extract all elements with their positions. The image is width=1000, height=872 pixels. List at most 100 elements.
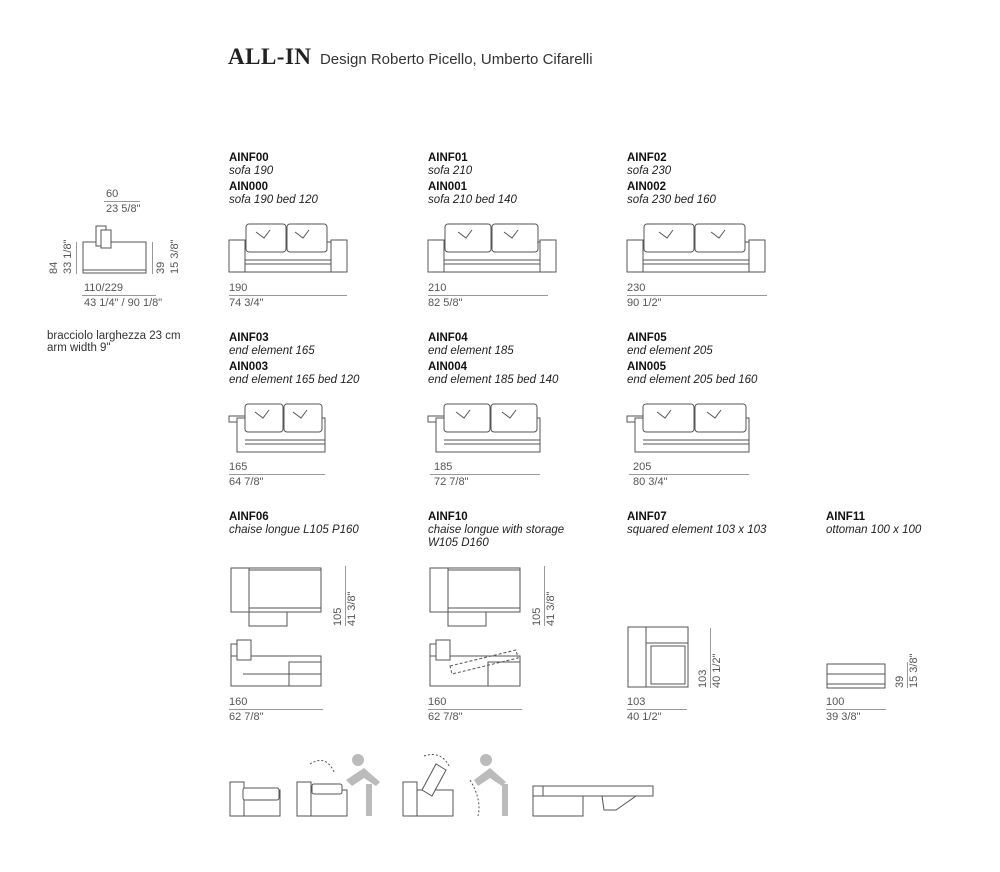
- arm-width-note: bracciolo larghezza 23 cm arm width 9": [47, 330, 181, 354]
- product-description: sofa 190: [229, 165, 274, 177]
- bed-mechanism-unfold-icon: [402, 754, 508, 817]
- sofa-210-drawing: [427, 223, 557, 273]
- product-width-inch: 82 5/8": [428, 297, 463, 309]
- product-height: 39: [894, 675, 906, 688]
- product-code: AINF05: [627, 332, 667, 344]
- end-element-185-drawing: [427, 403, 541, 453]
- product-code: AINF03: [229, 332, 269, 344]
- product-description-bed: end element 205 bed 160: [627, 374, 758, 386]
- product-depth: 105: [332, 607, 344, 626]
- product-description-bed: sofa 230 bed 160: [627, 194, 716, 206]
- bed-mechanism-lift-icon: [296, 754, 380, 817]
- product-card-ainf02: AINF02 sofa 230 AIN002 sofa 230 bed 160: [627, 152, 716, 207]
- product-code: AINF04: [428, 332, 468, 344]
- product-width: 210: [428, 282, 447, 294]
- product-description: sofa 230: [627, 165, 672, 177]
- product-depth: 105: [531, 607, 543, 626]
- product-width-inch: 74 3/4": [229, 297, 264, 309]
- product-width: 190: [229, 282, 248, 294]
- dimension-line: [629, 474, 749, 475]
- product-width-inch: 72 7/8": [434, 476, 469, 488]
- product-description-bed: sofa 190 bed 120: [229, 194, 318, 206]
- product-card-ainf11: AINF11 ottoman 100 x 100: [826, 511, 921, 537]
- product-card-ainf07: AINF07 squared element 103 x 103: [627, 511, 766, 537]
- product-code: AINF00: [229, 152, 269, 164]
- product-code-bed: AIN003: [229, 361, 268, 373]
- side-depth-inch-label: 23 5/8": [106, 203, 141, 215]
- product-description: chaise longue L105 P160: [229, 524, 359, 536]
- page-title: ALL-IN Design Roberto Picello, Umberto C…: [228, 44, 593, 70]
- dimension-line: [152, 242, 153, 274]
- dimension-line: [710, 628, 711, 688]
- side-length-label: 110/229: [84, 282, 123, 294]
- dimension-line: [544, 566, 545, 626]
- dimension-line: [430, 474, 540, 475]
- product-width: 100: [826, 696, 845, 708]
- product-description: ottoman 100 x 100: [826, 524, 922, 536]
- product-width-inch: 80 3/4": [633, 476, 668, 488]
- dimension-line: [76, 242, 77, 274]
- product-description: end element 165: [229, 345, 315, 357]
- chaise-longue-drawing: [230, 567, 322, 687]
- product-depth-inch: 40 1/2": [711, 653, 723, 689]
- product-card-ainf00: AINF00 sofa 190 AIN000 sofa 190 bed 120: [229, 152, 318, 207]
- ottoman-drawing: [826, 663, 886, 689]
- chaise-storage-drawing: [429, 567, 521, 687]
- product-card-ainf05: AINF05 end element 205 AIN005 end elemen…: [627, 332, 757, 387]
- side-profile-drawing: [82, 225, 147, 274]
- product-width: 185: [434, 461, 453, 473]
- product-width-inch: 62 7/8": [229, 711, 264, 723]
- product-description: sofa 210: [428, 165, 473, 177]
- arm-width-note-it: bracciolo larghezza 23 cm: [47, 330, 181, 342]
- bed-open-icon: [532, 785, 654, 817]
- dimension-line: [229, 295, 347, 296]
- dimension-line: [826, 709, 886, 710]
- product-width: 160: [229, 696, 248, 708]
- dimension-line: [104, 201, 140, 202]
- product-width-inch: 64 7/8": [229, 476, 264, 488]
- product-card-ainf10: AINF10 chaise longue with storage W105 D…: [428, 511, 564, 550]
- side-height-inch-label: 33 1/8": [62, 239, 74, 275]
- product-code: AINF01: [428, 152, 468, 164]
- product-width-inch: 90 1/2": [627, 297, 662, 309]
- product-code: AINF06: [229, 511, 269, 523]
- dimension-line: [907, 662, 908, 688]
- product-code-bed: AIN005: [627, 361, 666, 373]
- product-width: 103: [627, 696, 646, 708]
- end-element-205-drawing: [626, 403, 750, 453]
- product-card-ainf04: AINF04 end element 185 AIN004 end elemen…: [428, 332, 558, 387]
- product-description-bed: sofa 210 bed 140: [428, 194, 517, 206]
- product-width: 165: [229, 461, 248, 473]
- dimension-line: [627, 709, 687, 710]
- side-seat-height-label: 39: [155, 261, 167, 274]
- product-width-inch: 40 1/2": [627, 711, 662, 723]
- dimension-line: [82, 295, 156, 296]
- product-code-bed: AIN001: [428, 181, 467, 193]
- designer-credit: Design Roberto Picello, Umberto Cifarell…: [319, 51, 593, 68]
- product-description: squared element 103 x 103: [627, 524, 767, 536]
- product-height-inch: 15 3/8": [908, 653, 920, 689]
- dimension-line: [428, 709, 522, 710]
- product-description-bed: end element 165 bed 120: [229, 374, 360, 386]
- squared-element-drawing: [627, 626, 689, 688]
- product-depth-inch: 41 3/8": [545, 591, 557, 627]
- product-width: 160: [428, 696, 447, 708]
- dimension-line: [627, 295, 767, 296]
- product-card-ainf01: AINF01 sofa 210 AIN001 sofa 210 bed 140: [428, 152, 517, 207]
- sofa-230-drawing: [626, 223, 766, 273]
- product-code: AINF10: [428, 511, 468, 523]
- side-seat-height-inch-label: 15 3/8": [169, 239, 181, 275]
- product-description-bed: end element 185 bed 140: [428, 374, 559, 386]
- product-code: AINF02: [627, 152, 667, 164]
- dimension-line: [345, 566, 346, 626]
- dimension-line: [229, 474, 325, 475]
- product-card-ainf03: AINF03 end element 165 AIN003 end elemen…: [229, 332, 359, 387]
- sofa-190-drawing: [228, 223, 348, 273]
- dimension-line: [229, 709, 323, 710]
- arm-width-note-en: arm width 9": [47, 342, 111, 354]
- bed-mechanism-closed-icon: [229, 781, 281, 817]
- product-width-inch: 39 3/8": [826, 711, 861, 723]
- product-width: 205: [633, 461, 652, 473]
- product-code-bed: AIN002: [627, 181, 666, 193]
- product-description: chaise longue with storage: [428, 524, 565, 536]
